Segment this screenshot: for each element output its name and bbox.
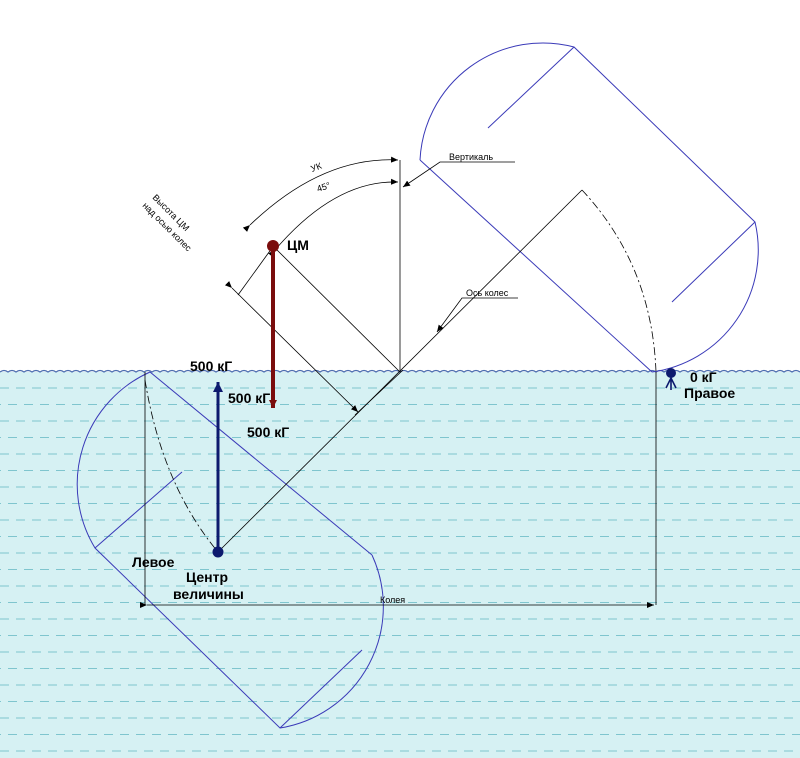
weight-label-top: 500 кГ [190, 358, 232, 374]
right-contact-marker [665, 376, 677, 390]
cm-perpendicular [272, 245, 401, 373]
center-of-buoyancy-point [212, 546, 224, 558]
water-fill [0, 372, 800, 758]
heel-angle-label: УК [309, 160, 323, 173]
cm-extension-top [237, 247, 273, 296]
wheel-axis-label: Ось колес [466, 288, 509, 298]
wheel-axis-line [217, 189, 583, 553]
left-dashdot-arc [144, 379, 219, 553]
center-of-mass [267, 240, 279, 408]
center-of-buoyancy [212, 382, 224, 558]
vertical-label: Вертикаль [449, 152, 493, 162]
weight-label-bottom: 500 кГ [247, 424, 289, 440]
right-contact-point [666, 368, 676, 378]
water [0, 369, 800, 758]
cm-extension-bottom [354, 369, 404, 416]
right-pontoon-outline [419, 42, 759, 373]
center-of-mass-point [267, 240, 279, 252]
weight-label-middle: 500 кГ [228, 390, 270, 406]
heel-angle-arc [242, 156, 399, 233]
center-label-line2: величины [173, 586, 244, 602]
angle-45-arc [268, 178, 399, 258]
right-pontoon-rib-top [487, 46, 575, 129]
right-pontoon-bottom-line [419, 159, 653, 373]
center-label-line1: Центр [186, 569, 228, 585]
construction-lines [140, 156, 657, 608]
left-pontoon-rib-right [279, 649, 363, 729]
right-force-label: 0 кГ [690, 369, 717, 385]
vertical-leader [402, 161, 515, 188]
cm-label: ЦМ [287, 237, 309, 253]
left-pontoon-rib-left [94, 471, 183, 549]
right-pontoon-rib-right [671, 221, 756, 303]
track-label: Колея [380, 595, 405, 605]
left-label: Левое [132, 554, 175, 570]
right-pontoon [419, 42, 759, 373]
right-dashdot-arc [581, 189, 657, 373]
right-label: Правое [684, 385, 735, 401]
cm-height-dimension [224, 280, 359, 413]
right-contact [665, 368, 677, 390]
wheel-axis-leader [436, 297, 518, 333]
left-pontoon [76, 371, 384, 729]
angle-value-label: 45° [316, 180, 332, 194]
left-pontoon-top-line [149, 371, 373, 556]
